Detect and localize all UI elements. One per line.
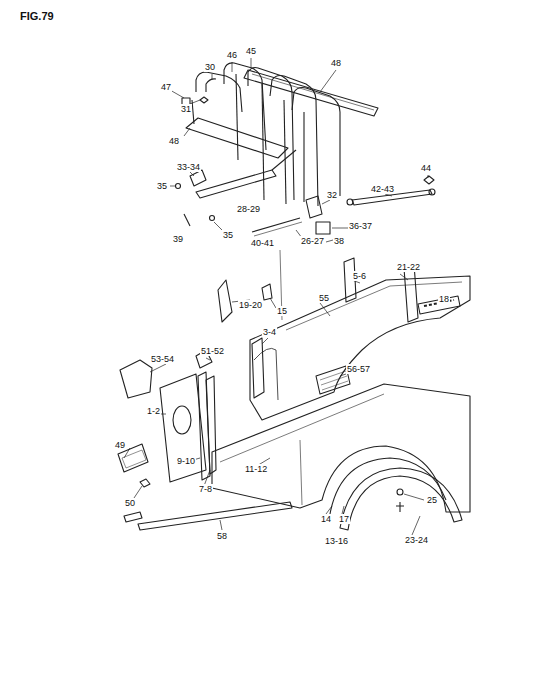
nut [176, 184, 181, 189]
screw [397, 489, 403, 495]
callout-number: 49 [114, 440, 126, 450]
brace-bar [196, 170, 276, 198]
callout-number: 56-57 [346, 364, 371, 374]
small-bracket [262, 284, 272, 300]
inner-arch [330, 458, 446, 514]
bracket [190, 170, 206, 186]
lower-quarter-panel [212, 384, 470, 512]
bolt [424, 176, 434, 184]
callout-number: 42-43 [370, 184, 395, 194]
clip [140, 479, 150, 487]
pillar-piece [218, 280, 232, 322]
nut [210, 216, 215, 221]
callout-number: 28-29 [236, 204, 261, 214]
callout-number: 19-20 [238, 300, 263, 310]
callout-number: 50 [124, 498, 136, 508]
callout-number: 48 [330, 58, 342, 68]
callout-number: 7-8 [198, 484, 213, 494]
callout-number: 38 [333, 236, 345, 246]
trim-strip [252, 218, 300, 232]
inner-panel [160, 374, 206, 482]
corner-strip [404, 264, 418, 322]
callout-number: 36-37 [348, 221, 373, 231]
bolt [200, 97, 208, 103]
callout-number: 55 [318, 293, 330, 303]
figure-title: FIG.79 [20, 10, 54, 22]
callout-number: 53-54 [150, 354, 175, 364]
roll-bar-hoops [196, 63, 340, 206]
corner-bracket [120, 360, 152, 398]
callout-number: 45 [245, 46, 257, 56]
callout-number: 18 [438, 294, 450, 304]
hinge-plate [306, 196, 322, 218]
wheel-flare [340, 468, 462, 530]
callout-number: 48 [168, 136, 180, 146]
brace-bar-end [272, 150, 296, 170]
callout-number: 25 [426, 495, 438, 505]
callout-number: 47 [160, 82, 172, 92]
callout-number: 11-12 [244, 464, 268, 474]
callout-number: 30 [204, 62, 216, 72]
callout-number: 21-22 [396, 262, 421, 272]
callout-number: 5-6 [352, 271, 367, 281]
callout-number: 33-34 [176, 162, 201, 172]
callout-number: 51-52 [200, 346, 225, 356]
callout-number: 14 [320, 514, 332, 524]
inner-piece [252, 338, 264, 398]
side-rail [186, 118, 288, 158]
badge [124, 512, 142, 522]
callout-number: 26-27 [300, 236, 325, 246]
screw [396, 502, 404, 512]
vent [316, 366, 350, 394]
callout-number: 39 [172, 234, 184, 244]
callout-number: 44 [420, 163, 432, 173]
callout-number: 9-10 [176, 456, 196, 466]
callout-number: 40-41 [250, 238, 275, 248]
callout-number: 46 [226, 50, 238, 60]
pin [184, 214, 190, 226]
callout-number: 13-16 [324, 536, 349, 546]
callout-number: 23-24 [404, 535, 429, 545]
side-strip [138, 502, 292, 530]
plate [316, 222, 330, 234]
callout-number: 32 [326, 190, 338, 200]
callout-number: 35 [222, 230, 234, 240]
callout-number: 3-4 [262, 327, 277, 337]
bar-eye [347, 199, 353, 205]
callout-number: 58 [216, 531, 228, 541]
bar-eye [429, 189, 435, 195]
pillar-strip [206, 376, 216, 474]
rail-post [192, 100, 194, 124]
upper-quarter-panel [250, 276, 470, 420]
callout-number: 15 [276, 306, 288, 316]
callout-number: 17 [338, 514, 350, 524]
panel-hole [173, 406, 191, 434]
callout-number: 1-2 [146, 406, 161, 416]
callout-number: 31 [180, 104, 192, 114]
callout-number: 35 [156, 181, 168, 191]
leader-lines [124, 58, 442, 535]
